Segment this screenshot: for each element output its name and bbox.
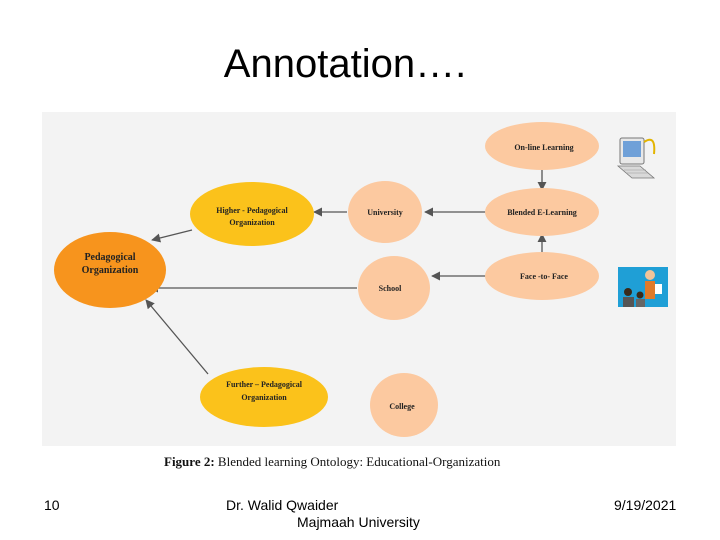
node-further-line2: Organization bbox=[241, 393, 287, 402]
node-pedagogical-line1: Pedagogical bbox=[84, 252, 135, 263]
node-online-label: On-line Learning bbox=[514, 143, 573, 152]
node-online-learning: On-line Learning bbox=[485, 122, 599, 170]
footer-affiliation: Majmaah University bbox=[297, 514, 420, 530]
figure-caption: Figure 2: Blended learning Ontology: Edu… bbox=[164, 454, 584, 470]
footer-date: 9/19/2021 bbox=[614, 497, 677, 513]
edge-higher-to-pedagogical bbox=[151, 229, 193, 243]
slide-number: 10 bbox=[44, 497, 60, 513]
figure-caption-text: Blended learning Ontology: Educational-O… bbox=[217, 454, 501, 469]
node-pedagogical-line2: Organization bbox=[82, 265, 139, 276]
computer-icon bbox=[616, 137, 656, 179]
node-college: College bbox=[370, 373, 438, 437]
node-face-label: Face -to- Face bbox=[520, 272, 568, 281]
slide-title: Annotation…. bbox=[223, 42, 467, 86]
node-school-label: School bbox=[379, 284, 402, 293]
figure-caption-label: Figure 2: bbox=[164, 454, 215, 469]
node-university-label: University bbox=[367, 208, 403, 217]
node-blended-elearning: Blended E-Learning bbox=[485, 188, 599, 236]
node-further-line1: Further – Pedagogical bbox=[226, 380, 303, 389]
node-blended-label: Blended E-Learning bbox=[507, 208, 577, 217]
node-higher-pedagogical: Higher - Pedagogical Organization bbox=[190, 182, 314, 246]
node-higher-line2: Organization bbox=[229, 218, 275, 227]
node-college-label: College bbox=[389, 402, 415, 411]
node-school: School bbox=[358, 256, 430, 320]
node-higher-line1: Higher - Pedagogical bbox=[216, 206, 288, 215]
node-pedagogical-organization: Pedagogical Organization bbox=[54, 232, 166, 308]
edge-further-to-pedagogical bbox=[145, 299, 209, 375]
footer-author: Dr. Walid Qwaider bbox=[226, 497, 339, 513]
ontology-diagram-svg: Pedagogical Organization Higher - Pedago… bbox=[54, 122, 668, 437]
classroom-teacher-icon bbox=[618, 267, 668, 307]
node-further-pedagogical: Further – Pedagogical Organization bbox=[200, 367, 328, 427]
ontology-diagram: Pedagogical Organization Higher - Pedago… bbox=[42, 112, 676, 446]
node-university: University bbox=[348, 181, 422, 243]
node-face-to-face: Face -to- Face bbox=[485, 252, 599, 300]
